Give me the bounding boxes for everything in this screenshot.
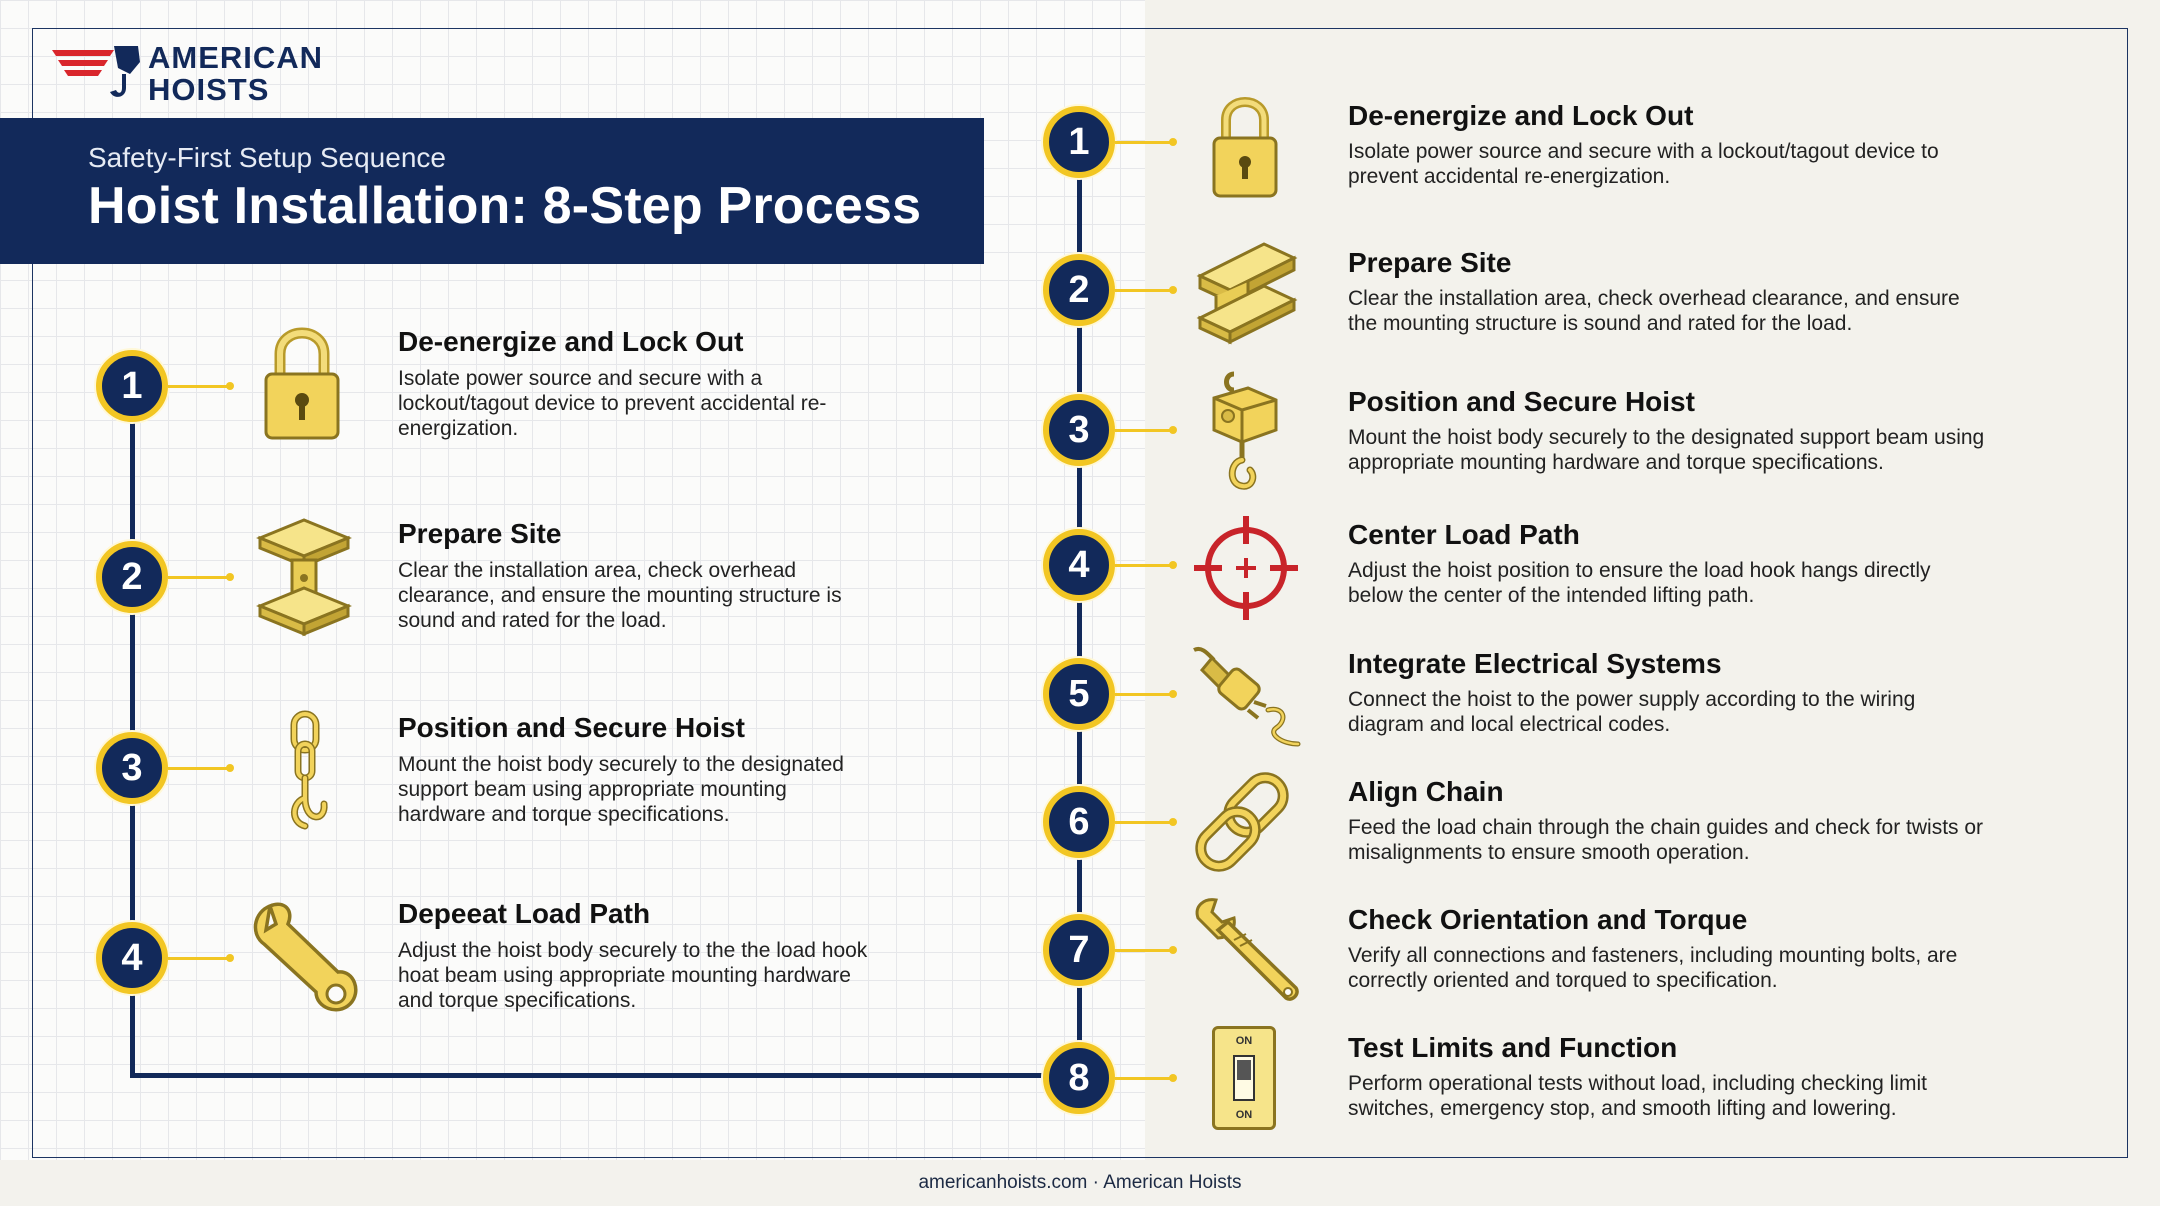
- infographic-frame: [32, 28, 2128, 1158]
- step-title: Integrate Electrical Systems: [1348, 648, 1722, 679]
- step-connector: [168, 385, 230, 388]
- hoist-icon: [1212, 371, 1278, 490]
- chain-link-icon: [1195, 772, 1289, 872]
- connector-dot: [1169, 286, 1177, 294]
- padlock-icon: [1212, 97, 1278, 198]
- page-title: Hoist Installation: 8-Step Process: [88, 177, 922, 235]
- step-description: Isolate power source and secure with a l…: [398, 367, 827, 440]
- step-title: De-energize and Lock Out: [1348, 100, 1694, 131]
- connector-dot: [1169, 426, 1177, 434]
- padlock-icon: [264, 327, 340, 440]
- step-description: Mount the hoist body securely to the des…: [398, 753, 844, 826]
- step-number-badge: 4: [96, 922, 168, 994]
- step-title: Center Load Path: [1348, 519, 1580, 550]
- logo-text-line2: HOISTS: [148, 72, 270, 107]
- step-description: Adjust the hoist body securely to the th…: [398, 939, 868, 1012]
- step-number-badge: 3: [96, 732, 168, 804]
- switch-icon: ON ON: [1212, 1026, 1276, 1130]
- wrench-icon: [253, 902, 358, 1012]
- step-connector: [168, 767, 230, 770]
- step-description: Feed the load chain through the chain gu…: [1348, 816, 1984, 864]
- connector-dot: [226, 382, 234, 390]
- step-title: Align Chain: [1348, 776, 1504, 807]
- bottom-connector-line: [130, 1073, 1080, 1078]
- step-description: Clear the installation area, check overh…: [1348, 287, 1960, 335]
- connector-dot: [1169, 1074, 1177, 1082]
- connector-dot: [1169, 561, 1177, 569]
- step-number-badge: 6: [1043, 786, 1115, 858]
- title-banner: Safety-First Setup Sequence Hoist Instal…: [0, 118, 984, 264]
- step-number-badge: 7: [1043, 914, 1115, 986]
- connector-dot: [226, 764, 234, 772]
- step-connector: [1115, 564, 1173, 567]
- connector-dot: [1169, 818, 1177, 826]
- step-description: Clear the installation area, check overh…: [398, 559, 842, 632]
- step-number-badge: 1: [1043, 106, 1115, 178]
- right-panel-background: [1145, 0, 2160, 1160]
- step-description: Isolate power source and secure with a l…: [1348, 140, 1939, 188]
- step-connector: [1115, 693, 1173, 696]
- connector-dot: [226, 573, 234, 581]
- step-connector: [1115, 821, 1173, 824]
- step-connector: [168, 576, 230, 579]
- step-connector: [1115, 949, 1173, 952]
- power-plug-icon: [1193, 647, 1301, 747]
- connector-dot: [1169, 946, 1177, 954]
- step-title: Test Limits and Function: [1348, 1032, 1678, 1063]
- step-connector: [1115, 289, 1173, 292]
- step-connector: [168, 957, 230, 960]
- step-description: Connect the hoist to the power supply ac…: [1348, 688, 1916, 736]
- step-title: Position and Secure Hoist: [398, 712, 745, 743]
- page-subtitle: Safety-First Setup Sequence: [88, 142, 446, 173]
- steel-beam-icon: [1196, 242, 1298, 345]
- footer-text: americanhoists.com · American Hoists: [918, 1172, 1242, 1193]
- crosshair-icon: [1194, 516, 1298, 620]
- step-number-badge: 2: [1043, 254, 1115, 326]
- step-connector: [1115, 141, 1173, 144]
- step-description: Verify all connections and fasteners, in…: [1348, 944, 1958, 992]
- step-description: Perform operational tests without load, …: [1348, 1072, 1927, 1120]
- connector-dot: [1169, 690, 1177, 698]
- logo: AMERICAN HOISTS: [52, 40, 352, 110]
- adjustable-wrench-icon: [1195, 898, 1299, 1001]
- right-timeline-line: [1077, 142, 1082, 1078]
- steel-beam-icon: [256, 518, 352, 637]
- step-number-badge: 3: [1043, 394, 1115, 466]
- step-title: Check Orientation and Torque: [1348, 904, 1748, 935]
- switch-off-label: ON: [1235, 1109, 1253, 1121]
- step-connector: [1115, 429, 1173, 432]
- step-title: Depeeat Load Path: [398, 898, 651, 929]
- step-title: Position and Secure Hoist: [1348, 386, 1695, 417]
- step-number-badge: 1: [96, 350, 168, 422]
- chain-hook-icon: [290, 710, 328, 830]
- step-title: Prepare Site: [1348, 247, 1512, 278]
- eagle-hook-logo-icon: [52, 46, 140, 97]
- step-connector: [1115, 1077, 1173, 1080]
- step-number-badge: 4: [1043, 529, 1115, 601]
- step-description: Adjust the hoist position to ensure the …: [1348, 559, 1931, 607]
- switch-on-label: ON: [1235, 1035, 1253, 1047]
- step-title: Prepare Site: [398, 518, 562, 549]
- switch-toggle: [1233, 1055, 1255, 1101]
- logo-text-line1: AMERICAN: [148, 40, 324, 75]
- step-number-badge: 5: [1043, 658, 1115, 730]
- step-title: De-energize and Lock Out: [398, 326, 744, 357]
- step-number-badge: 2: [96, 541, 168, 613]
- connector-dot: [226, 954, 234, 962]
- connector-dot: [1169, 138, 1177, 146]
- step-description: Mount the hoist body securely to the des…: [1348, 426, 1985, 474]
- step-number-badge: 8: [1043, 1042, 1115, 1114]
